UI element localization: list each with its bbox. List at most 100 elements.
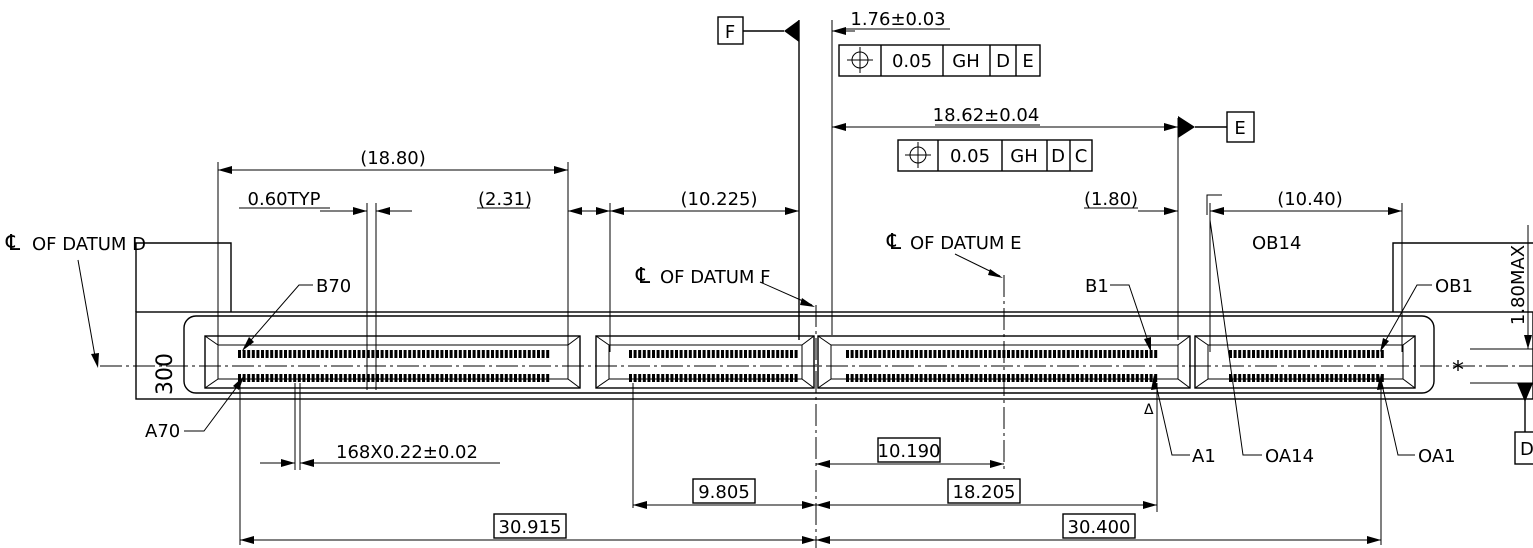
pin-top xyxy=(716,350,720,358)
pin-bottom xyxy=(873,374,877,382)
leader-ob1: OB1 xyxy=(1380,276,1473,352)
pin-bottom xyxy=(1316,374,1320,382)
pin-top xyxy=(739,350,743,358)
pin-top xyxy=(675,350,678,358)
pin-bottom xyxy=(514,374,517,382)
pin-top xyxy=(1149,350,1153,358)
pin-top xyxy=(725,350,729,358)
pin-top xyxy=(1348,350,1352,358)
pin-top xyxy=(1256,350,1260,358)
datum-d-label: D xyxy=(1520,439,1533,460)
pin-bottom xyxy=(979,374,983,382)
pin-top xyxy=(919,350,923,358)
pin-top xyxy=(1089,350,1093,358)
pin-top xyxy=(1062,350,1066,358)
pin-bottom xyxy=(629,374,632,382)
pin-top xyxy=(417,350,421,358)
pin-top xyxy=(1344,350,1347,358)
pin-top xyxy=(1122,350,1125,358)
pin-top xyxy=(661,350,665,358)
pin-bottom xyxy=(947,374,951,382)
pin-top xyxy=(385,350,389,358)
pin-top xyxy=(486,350,490,358)
pin-bottom xyxy=(458,374,462,382)
pin-top xyxy=(767,350,770,358)
pin-top xyxy=(1030,350,1033,358)
pin-bottom xyxy=(297,374,301,382)
pin-bottom xyxy=(730,374,734,382)
pin-bottom xyxy=(412,374,416,382)
cl-datum-f-symbol: ℄ xyxy=(635,264,651,289)
pin-top xyxy=(693,350,697,358)
pin-bottom xyxy=(1344,374,1347,382)
star-mark: * xyxy=(1452,356,1464,384)
dim-18-62: 18.62±0.04 xyxy=(832,105,1179,340)
pin-bottom xyxy=(1126,374,1130,382)
pin-bottom xyxy=(1025,374,1029,382)
pin-bottom xyxy=(394,374,398,382)
pin-top xyxy=(896,350,900,358)
pin-top xyxy=(1288,350,1292,358)
pin-bottom xyxy=(910,374,914,382)
pin-top xyxy=(684,350,688,358)
pin-top xyxy=(711,350,715,358)
pin-top xyxy=(656,350,660,358)
pin-bottom xyxy=(238,374,241,382)
pin-bottom xyxy=(486,374,490,382)
pin-bottom xyxy=(1279,374,1283,382)
pin-top xyxy=(238,350,241,358)
pin-top xyxy=(1108,350,1112,358)
dim-0-60-text: 0.60TYP xyxy=(248,189,321,210)
pin-top xyxy=(403,350,407,358)
pin-top xyxy=(679,350,683,358)
label-oa14: OA14 xyxy=(1265,446,1314,467)
pin-bottom xyxy=(1293,374,1297,382)
pin-top xyxy=(642,350,646,358)
pin-bottom xyxy=(1135,374,1139,382)
pin-bottom xyxy=(1094,374,1098,382)
fcf-mid: 0.05 GH D C xyxy=(897,139,1093,172)
pin-bottom xyxy=(961,374,964,382)
pin-top xyxy=(1325,350,1329,358)
pin-bottom xyxy=(1053,374,1056,382)
pin-bottom xyxy=(693,374,697,382)
pin-top xyxy=(445,350,448,358)
pin-top xyxy=(389,350,393,358)
pin-bottom xyxy=(711,374,715,382)
pin-bottom xyxy=(468,374,471,382)
pin-top xyxy=(1025,350,1029,358)
pin-top xyxy=(472,350,476,358)
pin-top xyxy=(633,350,637,358)
pin-bottom xyxy=(855,374,859,382)
pin-top xyxy=(647,350,651,358)
pin-bottom xyxy=(265,374,269,382)
dim-0-60: 0.60TYP xyxy=(239,189,412,390)
fcf-top-datum-primary: GH xyxy=(952,51,979,72)
pin-top xyxy=(970,350,974,358)
pin-bottom xyxy=(1048,374,1052,382)
pin-top xyxy=(251,350,255,358)
pin-top xyxy=(284,350,287,358)
pin-bottom xyxy=(403,374,407,382)
pin-top xyxy=(546,350,550,358)
pin-bottom xyxy=(348,374,352,382)
slot-frame-1 xyxy=(204,335,581,389)
pin-bottom xyxy=(1242,374,1246,382)
pin-bottom xyxy=(1112,374,1116,382)
pin-bottom xyxy=(316,374,320,382)
pin-bottom xyxy=(371,374,375,382)
dim-18-80: (18.80) xyxy=(217,148,569,352)
pin-bottom xyxy=(896,374,900,382)
pin-bottom xyxy=(293,374,297,382)
pin-bottom xyxy=(302,374,306,382)
pin-bottom xyxy=(974,374,978,382)
pin-bottom xyxy=(1256,374,1260,382)
pin-top xyxy=(652,350,655,358)
pin-top xyxy=(1316,350,1320,358)
pin-bottom xyxy=(1270,374,1274,382)
leader-ob14: OB14 xyxy=(1252,233,1301,254)
pin-top xyxy=(910,350,914,358)
pin-top xyxy=(892,350,895,358)
pin-bottom xyxy=(1362,374,1366,382)
pin-top xyxy=(302,350,306,358)
